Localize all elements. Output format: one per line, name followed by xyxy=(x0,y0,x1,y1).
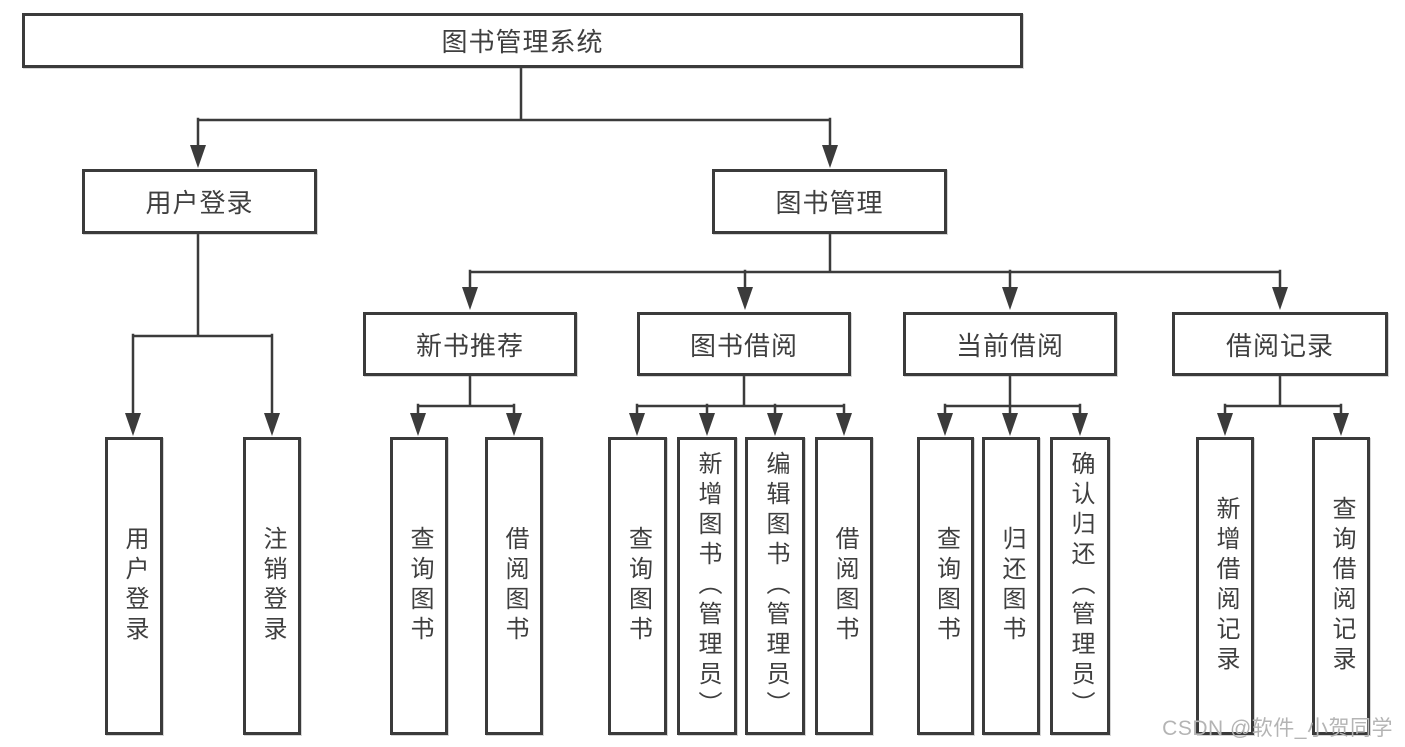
connector-current-borrow-children xyxy=(937,374,1088,436)
node-user-login: 用户登录 xyxy=(82,169,317,234)
node-query-borrow-record: 查询借阅记录 xyxy=(1312,437,1370,735)
connector-new-book-children xyxy=(410,374,522,436)
node-query-books-recommend: 查询图书 xyxy=(390,437,448,735)
node-new-book-recommend: 新书推荐 xyxy=(363,312,577,376)
node-query-books-current: 查询图书 xyxy=(917,437,974,735)
connector-book-borrow-children xyxy=(629,374,852,436)
node-root: 图书管理系统 xyxy=(22,13,1023,68)
connector-root-to-level2 xyxy=(190,66,838,168)
node-query-books-borrow: 查询图书 xyxy=(608,437,667,735)
csdn-watermark: CSDN @软件_小贺同学 xyxy=(1162,717,1393,740)
node-add-borrow-record: 新增借阅记录 xyxy=(1196,437,1254,735)
node-user-login-action: 用户登录 xyxy=(105,437,163,735)
connector-book-mgmt-children xyxy=(462,232,1288,310)
node-borrow-records: 借阅记录 xyxy=(1172,312,1388,376)
connector-user-login-children xyxy=(125,232,280,436)
node-return-books: 归还图书 xyxy=(982,437,1040,735)
node-current-borrow: 当前借阅 xyxy=(903,312,1117,376)
node-borrow-books-recommend: 借阅图书 xyxy=(485,437,543,735)
node-book-management: 图书管理 xyxy=(712,169,947,234)
node-confirm-return-admin: 确认归还（管理员） xyxy=(1050,437,1110,735)
node-logout-action: 注销登录 xyxy=(243,437,301,735)
node-borrow-books: 借阅图书 xyxy=(815,437,873,735)
node-edit-books-admin: 编辑图书（管理员） xyxy=(745,437,805,735)
connector-borrow-records-children xyxy=(1217,374,1349,436)
node-add-books-admin: 新增图书（管理员） xyxy=(677,437,737,735)
node-book-borrow: 图书借阅 xyxy=(637,312,851,376)
